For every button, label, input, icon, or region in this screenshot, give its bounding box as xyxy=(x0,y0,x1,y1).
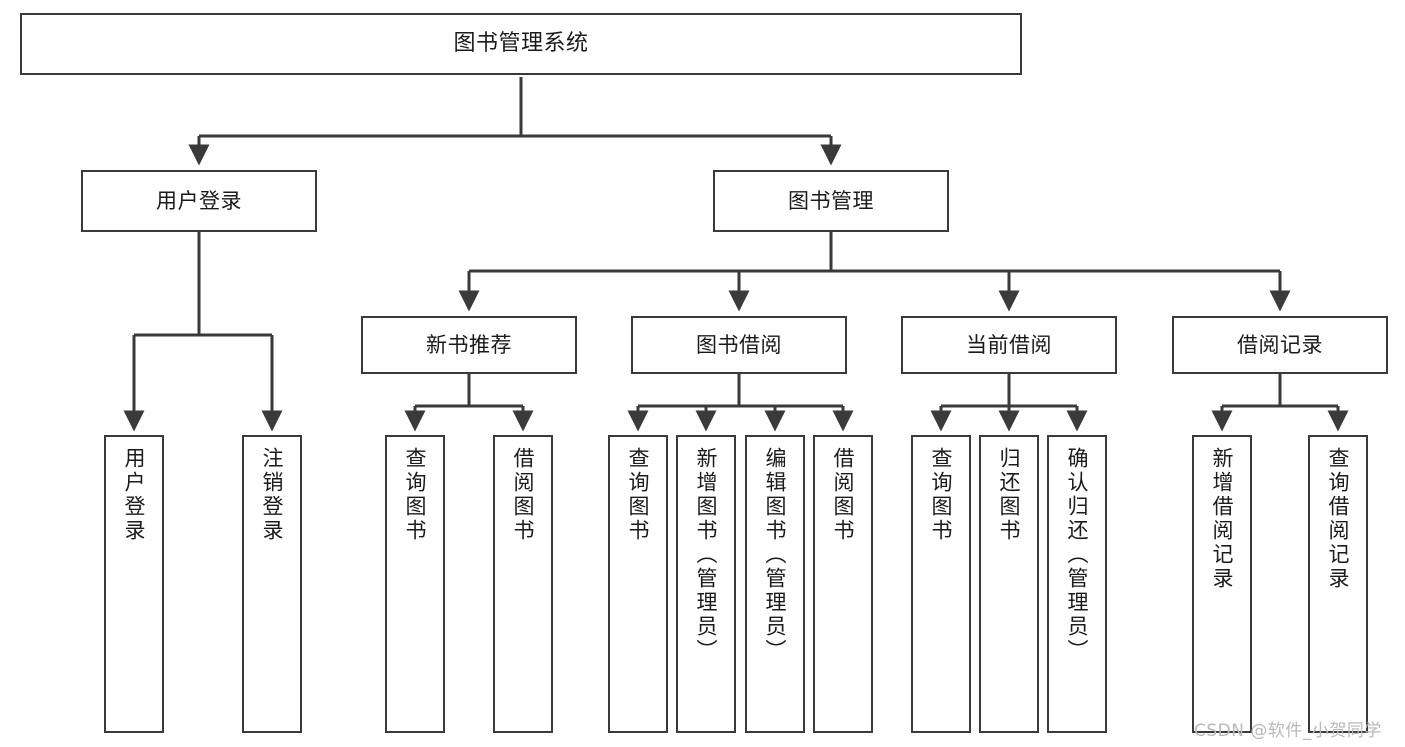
node-new-book-recommend[interactable]: 新书推荐 xyxy=(361,316,577,374)
node-label: 归还图书 xyxy=(997,447,1022,543)
node-book-borrow[interactable]: 图书借阅 xyxy=(631,316,847,374)
node-label: 查询图书 xyxy=(626,447,651,543)
node-leaf-edit-book[interactable]: 编辑图书（管理员） xyxy=(745,435,805,733)
node-book-management[interactable]: 图书管理 xyxy=(713,170,949,232)
node-label: 当前借阅 xyxy=(966,332,1052,357)
node-leaf-borrow-book-1[interactable]: 借阅图书 xyxy=(493,435,553,733)
node-label: 注销登录 xyxy=(260,447,285,543)
node-label: 借阅图书 xyxy=(831,447,856,543)
node-leaf-add-book[interactable]: 新增图书（管理员） xyxy=(676,435,736,733)
node-leaf-query-book-1[interactable]: 查询图书 xyxy=(385,435,445,733)
node-label: 图书管理 xyxy=(788,188,874,213)
node-label: 查询图书 xyxy=(403,447,428,543)
node-label: 编辑图书（管理员） xyxy=(763,447,788,663)
node-leaf-return-book[interactable]: 归还图书 xyxy=(979,435,1039,733)
node-label: 图书借阅 xyxy=(696,332,782,357)
node-label: 查询借阅记录 xyxy=(1326,447,1351,591)
node-label: 查询图书 xyxy=(929,447,954,543)
node-label: 借阅图书 xyxy=(511,447,536,543)
node-label: 用户登录 xyxy=(122,447,147,543)
node-leaf-logout-login[interactable]: 注销登录 xyxy=(242,435,302,733)
node-label: 新书推荐 xyxy=(426,332,512,357)
node-leaf-query-book-2[interactable]: 查询图书 xyxy=(608,435,668,733)
node-book-management-system[interactable]: 图书管理系统 xyxy=(20,13,1022,75)
csdn-watermark: CSDN @软件_小贺同学 xyxy=(1194,721,1382,741)
node-label: 借阅记录 xyxy=(1237,332,1323,357)
node-leaf-query-record[interactable]: 查询借阅记录 xyxy=(1308,435,1368,733)
node-leaf-add-record[interactable]: 新增借阅记录 xyxy=(1192,435,1252,733)
node-leaf-borrow-book-2[interactable]: 借阅图书 xyxy=(813,435,873,733)
node-user-login[interactable]: 用户登录 xyxy=(81,170,317,232)
node-leaf-confirm-return[interactable]: 确认归还（管理员） xyxy=(1047,435,1107,733)
node-leaf-user-login[interactable]: 用户登录 xyxy=(104,435,164,733)
node-label: 新增借阅记录 xyxy=(1210,447,1235,591)
node-label: 用户登录 xyxy=(156,188,242,213)
node-label: 图书管理系统 xyxy=(453,31,589,57)
node-current-borrow[interactable]: 当前借阅 xyxy=(901,316,1117,374)
node-label: 新增图书（管理员） xyxy=(694,447,719,663)
node-label: 确认归还（管理员） xyxy=(1065,447,1090,663)
node-leaf-query-book-3[interactable]: 查询图书 xyxy=(911,435,971,733)
node-borrow-record[interactable]: 借阅记录 xyxy=(1172,316,1388,374)
